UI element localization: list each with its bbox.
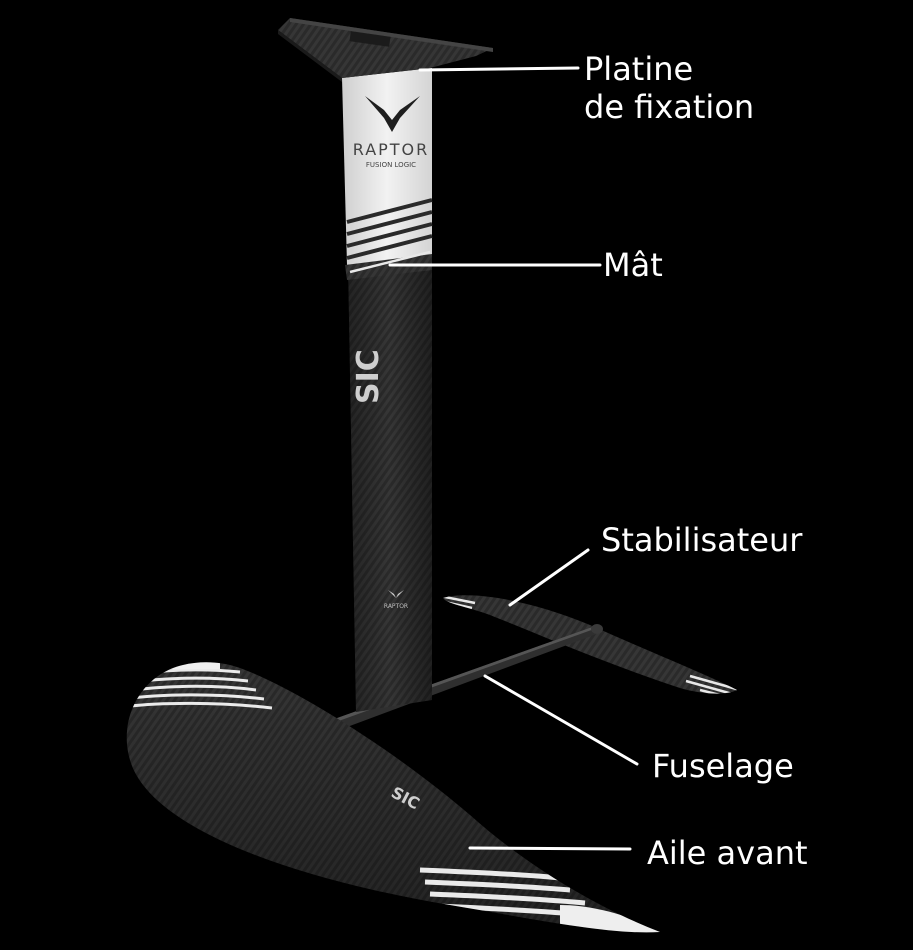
- fuselage: [270, 624, 603, 752]
- label-platine-de-fixation: Platine de fixation: [584, 50, 754, 126]
- leader-aile: [468, 846, 632, 851]
- mast-subline: FUSION LOGIC: [366, 161, 416, 169]
- mast-brand: RAPTOR: [353, 140, 430, 159]
- label-stabilisateur: Stabilisateur: [601, 521, 803, 559]
- label-mat: Mât: [603, 246, 663, 284]
- label-aile-avant: Aile avant: [647, 834, 808, 872]
- label-platine-line2: de fixation: [584, 88, 755, 126]
- leader-lines: [388, 66, 639, 851]
- label-fuselage: Fuselage: [652, 747, 794, 785]
- mast: RAPTOR FUSION LOGIC SIC RAPTOR: [278, 18, 493, 712]
- leader-stabilisateur: [508, 548, 590, 607]
- mast-small-brand: RAPTOR: [384, 603, 408, 610]
- raptor-logo: [365, 96, 420, 132]
- mast-sic-logo: SIC: [351, 349, 386, 404]
- leader-fuselage: [483, 674, 639, 766]
- front-wing: SIC: [126, 662, 661, 933]
- stabilizer: [443, 595, 737, 694]
- label-platine-line1: Platine: [584, 50, 694, 88]
- leader-platine: [418, 66, 580, 72]
